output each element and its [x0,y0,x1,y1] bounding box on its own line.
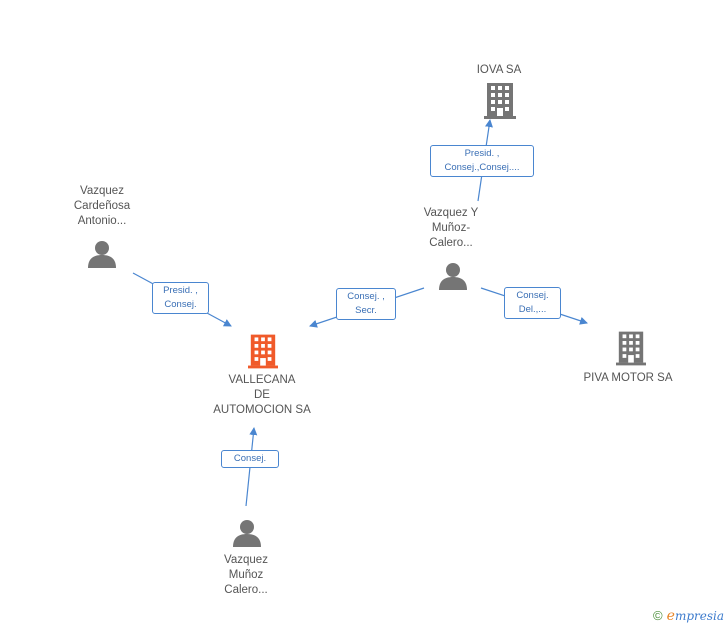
person-label-vazquez-cardenosa[interactable]: Vazquez Cardeñosa Antonio... [74,184,130,229]
role-line: Consej.,Consej.... [444,162,520,173]
label-line: Antonio... [77,215,127,227]
label-line: Vazquez [80,185,124,197]
role-box-piva[interactable]: Consej. Del.,... [504,287,561,319]
role-line: Consej. [516,290,549,301]
role-box-iova[interactable]: Presid. , Consej.,Consej.... [430,145,534,177]
role-line: Consej. [164,299,197,310]
building-icon[interactable] [484,83,516,119]
role-line: Secr. [355,305,377,316]
label-line: Vazquez [224,554,268,566]
label-line: Calero... [429,237,473,249]
role-line: Consej. , [347,291,385,302]
person-label-vazquez-y-munoz[interactable]: Vazquez Y Muñoz- Calero... [424,206,479,251]
person-icon[interactable] [438,261,468,291]
role-box-vallecana-consej[interactable]: Consej. [221,450,279,468]
label-line: PIVA MOTOR SA [583,372,673,384]
label-line: Muñoz- [431,222,471,234]
label-line: Calero... [224,584,268,596]
role-line: Presid. , [163,285,198,296]
copyright-symbol: © [653,608,663,623]
company-label-piva[interactable]: PIVA MOTOR SA [583,371,672,386]
person-icon[interactable] [232,518,262,548]
label-line: Muñoz [228,569,264,581]
role-line: Consej. [233,453,267,464]
label-line: Cardeñosa [73,200,131,212]
label-line: DE [254,389,270,401]
label-line: AUTOMOCION SA [213,404,311,416]
brand-name: mpresia [674,609,724,623]
role-box-vallecana[interactable]: Consej. , Secr. [336,288,396,320]
brand-initial: e [666,608,675,624]
company-label-vallecana[interactable]: VALLECANA DE AUTOMOCION SA [213,373,311,418]
label-line: Vazquez Y [423,207,479,219]
person-label-vazquez-munoz[interactable]: Vazquez Muñoz Calero... [224,553,268,598]
company-label-iova[interactable]: IOVA SA [477,63,522,78]
person-icon[interactable] [87,239,117,269]
role-line: Del.,... [518,304,547,315]
role-box-cardenosa[interactable]: Presid. , Consej. [152,282,209,314]
building-icon[interactable] [616,331,646,366]
label-line: VALLECANA [228,374,296,386]
building-icon[interactable] [248,334,278,369]
brand-watermark[interactable]: ©empresia [653,608,724,624]
label-line: IOVA SA [476,64,522,76]
role-line: Presid. , [464,148,500,159]
